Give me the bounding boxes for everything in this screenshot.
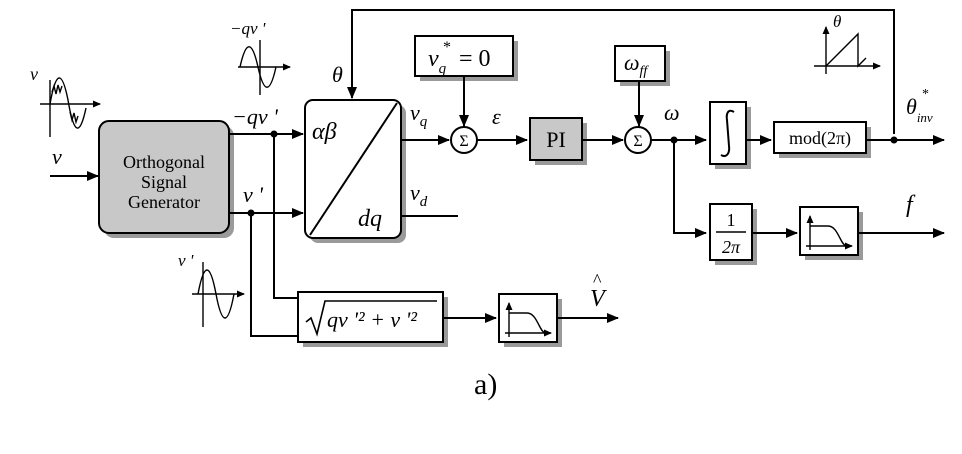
integral-icon bbox=[720, 109, 735, 157]
theta-inv-star: * bbox=[922, 87, 929, 102]
frequency-label: f bbox=[906, 192, 916, 218]
minus-qv-label: −qv ' bbox=[232, 104, 278, 129]
v-prime-label: v ' bbox=[243, 182, 263, 207]
vq-reference-block: vq * = 0 bbox=[414, 35, 518, 81]
pi-controller-block: PI bbox=[529, 117, 587, 165]
theta-inv-label: θinv bbox=[906, 94, 933, 125]
epsilon-label: ε bbox=[492, 104, 501, 129]
qv-waveform-icon: −qv ' bbox=[230, 19, 291, 95]
amplitude-lowpass-filter-block bbox=[498, 293, 562, 347]
gain-numerator: 1 bbox=[727, 210, 736, 230]
amplitude-block: qv '² + v '² bbox=[297, 291, 448, 347]
input-v-label: v bbox=[52, 144, 62, 169]
v-prime-waveform-icon: v ' bbox=[178, 251, 245, 327]
gain-block: 1 2π bbox=[709, 203, 757, 265]
v-prime-waveform-label: v ' bbox=[178, 251, 194, 270]
omega-label: ω bbox=[664, 100, 680, 125]
sum-junction-error: Σ bbox=[450, 126, 478, 154]
osg-label-line3: Generator bbox=[128, 192, 200, 212]
park-alphabeta-label: αβ bbox=[312, 119, 337, 145]
input-waveform-label: v bbox=[30, 64, 38, 84]
park-dq-label: dq bbox=[358, 206, 382, 232]
sum-symbol-2: Σ bbox=[633, 133, 642, 150]
sum-junction-frequency: Σ bbox=[624, 126, 652, 154]
orthogonal-signal-generator-block: Orthogonal Signal Generator bbox=[98, 120, 234, 238]
omega-ff-block: ωff bbox=[614, 45, 670, 86]
modulo-block: mod(2π) bbox=[773, 121, 871, 158]
gain-denominator: 2π bbox=[722, 237, 741, 257]
park-transform-block: αβ dq bbox=[304, 99, 406, 243]
input-waveform-icon: v bbox=[30, 64, 101, 137]
osg-label-line2: Signal bbox=[141, 172, 187, 192]
amplitude-expression: qv '² + v '² bbox=[327, 307, 417, 332]
v-hat-accent: ^ bbox=[593, 270, 602, 290]
theta-feedback-label: θ bbox=[332, 62, 343, 87]
vq-ref-star: * bbox=[443, 39, 451, 56]
vq-ref-symbol: vq bbox=[428, 46, 447, 77]
vd-label: vd bbox=[410, 180, 428, 210]
theta-sawtooth-label: θ bbox=[833, 12, 841, 31]
theta-feedback-wire bbox=[347, 9, 895, 134]
caption: a) bbox=[474, 368, 497, 401]
qv-waveform-label: −qv ' bbox=[230, 19, 266, 38]
osg-label-line1: Orthogonal bbox=[123, 152, 205, 172]
lowpass-icon bbox=[509, 312, 546, 334]
theta-sawtooth-icon: θ bbox=[814, 12, 881, 74]
v-hat-label: V bbox=[590, 286, 607, 312]
frequency-lowpass-filter-block bbox=[799, 206, 863, 260]
pi-label: PI bbox=[546, 127, 566, 152]
modulo-label: mod(2π) bbox=[789, 128, 851, 149]
lowpass-icon bbox=[810, 225, 847, 247]
v-tap-wire bbox=[250, 213, 298, 337]
vq-label: vq bbox=[410, 100, 428, 130]
integrator-block bbox=[709, 101, 751, 169]
vq-ref-value: = 0 bbox=[459, 46, 491, 72]
omega-to-gain-wire bbox=[673, 140, 707, 238]
omega-ff-label: ωff bbox=[624, 50, 649, 79]
qv-tap-wire bbox=[273, 134, 298, 299]
sum-symbol-1: Σ bbox=[459, 133, 468, 150]
